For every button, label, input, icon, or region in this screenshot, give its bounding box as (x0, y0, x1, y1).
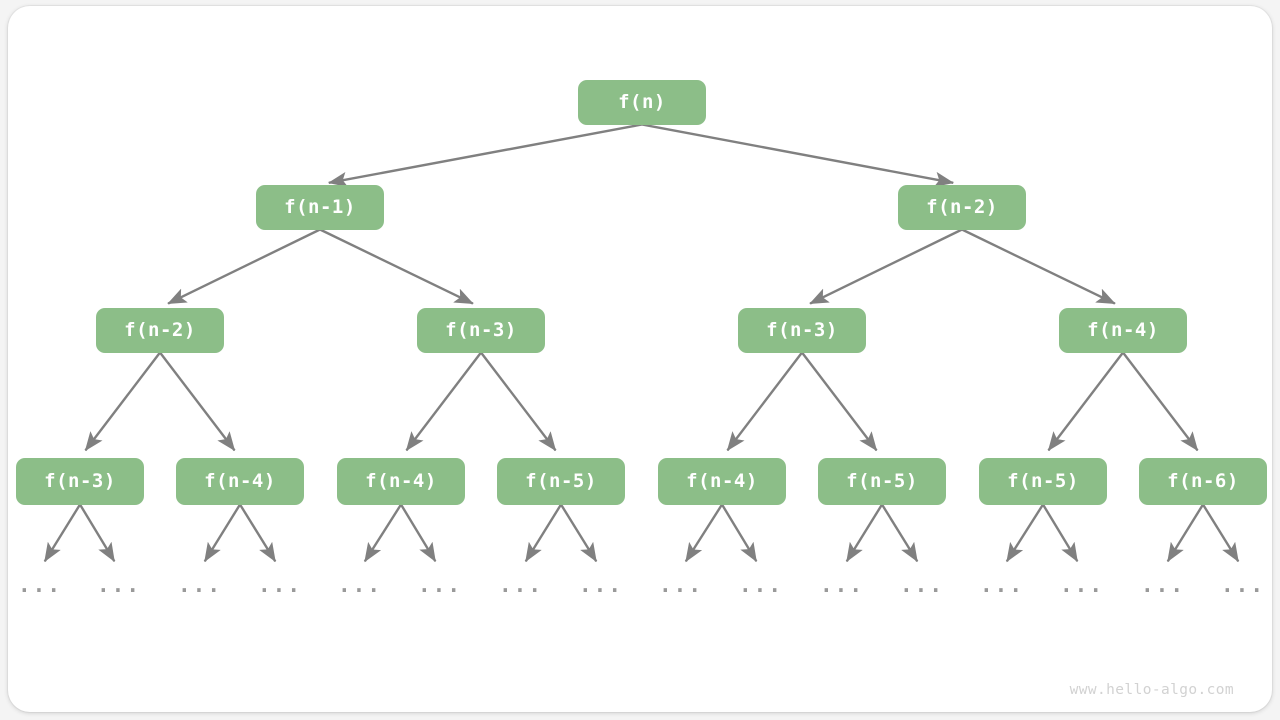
tree-node: f(n-6) (1139, 457, 1267, 505)
tree-node: f(n) (578, 79, 706, 125)
ellipsis-marker: ... (900, 573, 944, 597)
ellipsis-marker: ... (499, 573, 543, 597)
tree-node: f(n-4) (1059, 307, 1187, 353)
ellipsis-marker: ... (739, 573, 783, 597)
ellipsis-marker: ... (418, 573, 462, 597)
ellipsis-marker: ... (338, 573, 382, 597)
tree-node: f(n-5) (979, 457, 1107, 505)
tree-node: f(n-2) (898, 184, 1026, 230)
ellipsis-marker: ... (579, 573, 623, 597)
tree-node: f(n-4) (337, 457, 465, 505)
tree-node: f(n-3) (16, 457, 144, 505)
ellipsis-marker: ... (97, 573, 141, 597)
tree-node: f(n-3) (738, 307, 866, 353)
tree-node: f(n-4) (176, 457, 304, 505)
ellipsis-marker: ... (1141, 573, 1185, 597)
ellipsis-marker: ... (178, 573, 222, 597)
watermark: www.hello-algo.com (1069, 682, 1234, 698)
tree-node: f(n-2) (96, 307, 224, 353)
ellipsis-marker: ... (820, 573, 864, 597)
ellipsis-marker: ... (980, 573, 1024, 597)
tree-node: f(n-5) (818, 457, 946, 505)
tree-node: f(n-5) (497, 457, 625, 505)
ellipsis-marker: ... (18, 573, 62, 597)
tree-node: f(n-1) (256, 184, 384, 230)
ellipsis-marker: ... (258, 573, 302, 597)
ellipsis-marker: ... (1060, 573, 1104, 597)
tree-node: f(n-4) (658, 457, 786, 505)
ellipsis-marker: ... (659, 573, 703, 597)
tree-node: f(n-3) (417, 307, 545, 353)
ellipsis-marker: ... (1221, 573, 1265, 597)
